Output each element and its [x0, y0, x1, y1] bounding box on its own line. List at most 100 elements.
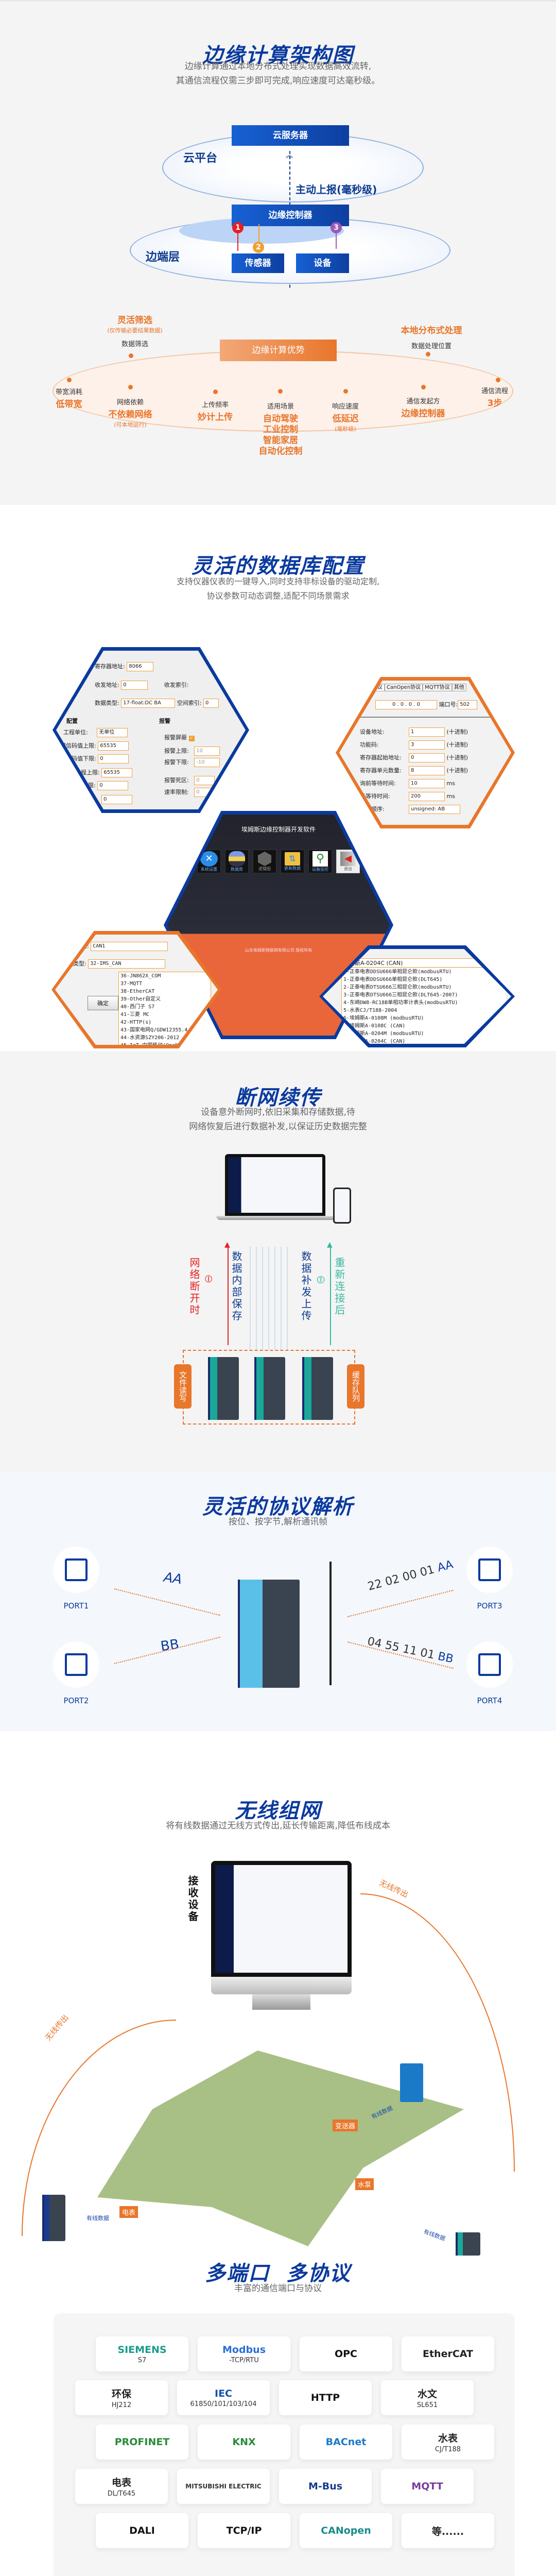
pump-label: 水泵	[355, 2178, 374, 2190]
protocol-logo-tile: OPC	[300, 2336, 392, 2371]
update-data-button[interactable]: ⇅更新数据	[281, 850, 304, 873]
port3: PORT3	[466, 1547, 513, 1611]
code-lower-field[interactable]: 0	[98, 754, 129, 764]
list-option[interactable]: 37-MQTT	[120, 981, 143, 987]
list-option[interactable]: 38-EtherCAT	[120, 989, 155, 994]
register-address-field[interactable]: 8066	[127, 662, 154, 671]
data-type-select[interactable]: 17-float:DC BA	[121, 699, 176, 708]
step-2-badge: 2	[253, 242, 264, 253]
protocol-name: SIEMENS	[117, 2344, 167, 2355]
protocol-logo-tile: Modbus-TCP/RTU	[198, 2336, 290, 2371]
protocol-logo-tile: MITSUBISHI ELECTRIC	[177, 2469, 270, 2504]
section-title: 边缘计算架构图	[202, 44, 354, 67]
edge-device-1	[208, 1357, 239, 1420]
advantage-response: 响应速度 低延迟 (毫秒级)	[332, 403, 359, 432]
advantage-network: 网络依赖 不依赖网络 (可本地运行)	[108, 399, 152, 428]
tx-address-field[interactable]: 0	[121, 681, 148, 690]
protocol-name: DALI	[129, 2525, 155, 2536]
space-index-field[interactable]: 0	[203, 699, 219, 708]
list-option[interactable]: 44-水资源SZY206-2012	[120, 1035, 180, 1041]
protocol-name: TCP/IP	[226, 2525, 262, 2536]
port-field[interactable]: CAN1	[91, 942, 168, 951]
port-field[interactable]: 502	[458, 700, 478, 709]
ethernet-port-icon	[53, 1547, 99, 1593]
internal-save-label: 数据内部保存	[230, 1251, 242, 1322]
list-option[interactable]: 8-埃姆斯A-0204M (modbusRTU)	[343, 1031, 424, 1037]
unit-select[interactable]: 无单位	[97, 728, 128, 737]
meter-label: 电表	[119, 2206, 138, 2218]
protocol-name: 水文	[417, 2388, 437, 2400]
list-option[interactable]: 39-Other自定义	[120, 996, 161, 1002]
protocol-logo-tile: DALI	[96, 2513, 188, 2548]
list-option[interactable]: 36-JN862X_COM	[120, 973, 161, 979]
exit-icon: ◀	[340, 852, 356, 866]
section-subtitle: 设备意外断网时,依旧采集和存储数据,待 网络恢复后进行数据补发,以保证历史数据完…	[189, 1107, 367, 1132]
list-option[interactable]: 5-水表CJ/T188-2004	[343, 1008, 397, 1013]
protocol-dropdown-list[interactable]: 36-JN862X_COM 37-MQTT 38-EtherCAT 39-Other自…	[118, 972, 211, 1045]
protocol-type-select[interactable]: 32-IMS_CAN	[88, 959, 166, 969]
range-upper-field[interactable]: 65535	[101, 768, 133, 777]
protocol-standard: HJ212	[111, 2401, 132, 2409]
section-title: 灵活的数据库配置	[192, 554, 364, 578]
list-option[interactable]: 41-三菱 MC	[120, 1012, 150, 1018]
ok-button[interactable]: 确定	[88, 996, 118, 1010]
edge-layer-label: 边端层	[146, 251, 180, 264]
protocol-name: 电表	[111, 2477, 131, 2488]
step-1-badge: 1	[232, 222, 244, 233]
list-option[interactable]: 2-正泰电表DTSU666三相昆仑款(modbusRTU)	[343, 985, 452, 990]
logic-diagram-button[interactable]: 逻辑图	[253, 850, 276, 873]
range-lower-field[interactable]: 0	[97, 781, 129, 790]
wired-data-label-3: 有线数据	[422, 2228, 446, 2243]
software-title: 埃姆斯边缘控制器开发软件	[241, 826, 316, 833]
list-option[interactable]: 4-东崎DW8-RC18B单相功率计表头(modbusRTU)	[343, 1000, 458, 1006]
section-title: 多端口 多协议	[205, 2262, 351, 2285]
list-option[interactable]: 1-正泰电表DDSU666单相昆仑款(DLT645)	[343, 977, 443, 982]
list-option[interactable]: 7-埃姆斯A-0108C (CAN)	[343, 1023, 406, 1029]
protocol-name: 水表	[438, 2433, 458, 2444]
protocol-standard: DL/T645	[107, 2490, 136, 2498]
list-option[interactable]: 6-埃姆斯A-0108M (modbusRTU)	[343, 1015, 424, 1021]
ip-field[interactable]: 0 . 0 . 0 . 0	[375, 700, 437, 709]
protocol-logo-tile: CANopen	[300, 2513, 392, 2548]
net-down-arrow	[228, 1245, 229, 1345]
copyright-text: 山东埃姆斯物联网有限公司 版权所有	[245, 948, 312, 953]
sensor-box: 传感器	[232, 253, 284, 273]
edge-gateway-device	[238, 1580, 300, 1688]
advantage-data-filter: 灵活筛选 (仅传输必要结果数据) 数据筛选	[107, 315, 163, 348]
device-monitor-button[interactable]: ⚲设备监控	[308, 850, 332, 873]
report-label: 主动上报(毫秒级)	[296, 183, 377, 196]
code-upper-field[interactable]: 65535	[98, 741, 129, 751]
protocol-parsing-section: 灵活的协议解析 按位、按字节,解析通讯帧 PORT1 PORT2 PORT3 P…	[0, 1463, 556, 1731]
exit-button[interactable]: ◀退出	[336, 850, 360, 873]
device-template-list[interactable]: 0-正泰电表DDSU666单相昆仑款(modbusRTU) 1-正泰电表DDSU6…	[341, 968, 506, 1044]
section-title: 断网续传	[235, 1086, 321, 1110]
protocol-name: CANopen	[321, 2525, 371, 2536]
advantage-steps: 通信流程 3步	[481, 387, 508, 409]
protocol-name: 环保	[111, 2388, 131, 2400]
protocol-name: HTTP	[310, 2392, 340, 2403]
list-option[interactable]: 45-IoT_中国移动(OneNET)	[119, 1042, 211, 1045]
list-option[interactable]: 3-正泰电表DTSU666三相昆仑款(DLT645-2007)	[343, 992, 458, 998]
list-option[interactable]: 40-西门子 S7	[120, 1004, 155, 1010]
device-template-select[interactable]: 埃姆斯A-0204C (CAN)	[343, 958, 508, 968]
section-subtitle: 边缘计算通过本地分布式处理实现数据高效流转, 其通信流程仅需三步即可完成,响应速…	[176, 61, 380, 86]
protocol-name: MITSUBISHI ELECTRIC	[185, 2483, 262, 2490]
protocol-name: MQTT	[411, 2481, 443, 2492]
list-option[interactable]: 9-埃姆斯A-0204C (CAN)	[343, 1039, 406, 1044]
file-rw-badge: 文件读写	[174, 1364, 192, 1409]
alarm-mask-checkbox[interactable]: ✓	[188, 736, 195, 741]
database-button[interactable]: 数据库	[225, 850, 249, 873]
list-option[interactable]: 42-HTTP(s)	[120, 1020, 152, 1025]
edge-controller-box: 边缘控制器	[232, 205, 349, 226]
system-settings-button[interactable]: ✕系统设置	[197, 850, 221, 873]
db-config-section: 灵活的数据库配置 支持仪器仪表的一键导入,同时支持非标设备的驱动定制, 协议参数…	[0, 505, 556, 1051]
reconnect-arrow	[330, 1245, 331, 1345]
resume-transfer-section: 断网续传 设备意外断网时,依旧采集和存储数据,待 网络恢复后进行数据补发,以保证…	[0, 1051, 556, 1463]
protocol-standard: -TCP/RTU	[229, 2356, 259, 2364]
list-option[interactable]: 43-国家电网Q/GDW12355.4-2	[120, 1027, 194, 1033]
list-option[interactable]: 0-正泰电表DDSU666单相昆仑款(modbusRTU)	[343, 969, 452, 975]
protocol-type-panel: 端口: CAN1 议类型: 32-IMS_CAN 确定 36-JN862X_CO…	[51, 931, 221, 1048]
